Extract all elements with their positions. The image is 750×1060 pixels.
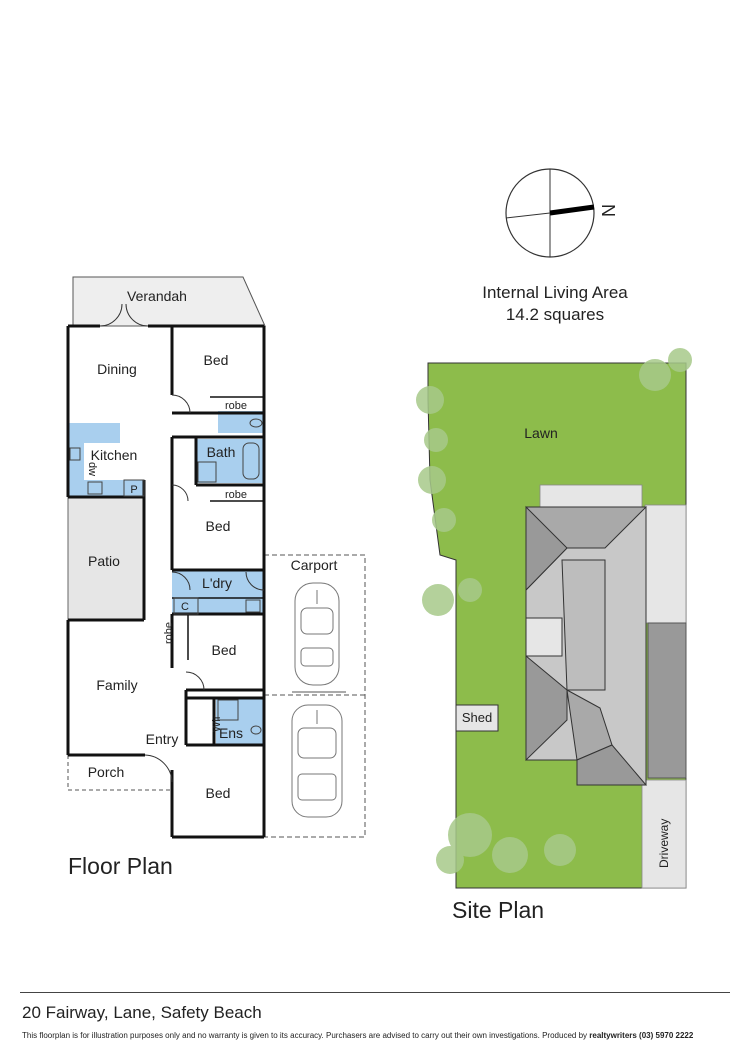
cooktop-icon	[87, 481, 103, 495]
house-roof	[525, 505, 648, 786]
label-entry: Entry	[146, 731, 179, 747]
label-kitchen: Kitchen	[91, 447, 138, 463]
laundry-wet	[172, 570, 264, 614]
address: 20 Fairway, Lane, Safety Beach	[22, 1003, 262, 1022]
bath-wet	[196, 439, 263, 483]
ensuite-wc-icon	[250, 725, 262, 735]
bed3-door-icon	[185, 671, 205, 691]
car-bottom-icon	[291, 704, 343, 818]
ensuite-wet	[216, 698, 263, 744]
ensuite-shower-icon	[217, 699, 239, 721]
label-pantry: P	[130, 484, 137, 496]
driveway-area	[641, 779, 687, 889]
verandah-door-icon	[99, 303, 149, 327]
floor-plan: Verandah Dining Bed robe Bath Kitchen dw…	[66, 276, 366, 879]
paving-right	[644, 504, 687, 624]
label-carport: Carport	[291, 557, 338, 573]
label-wir: Wir	[211, 715, 223, 732]
pantry-box	[123, 479, 145, 497]
north-needle-icon	[549, 204, 595, 216]
compass-n-label: N	[598, 204, 618, 217]
label-robe2: robe	[225, 489, 247, 501]
doors	[99, 303, 265, 783]
label-dw: dw	[86, 462, 98, 476]
laundry-door-icon	[171, 571, 191, 591]
paving-top	[539, 484, 643, 508]
label-laundry: L'dry	[202, 575, 232, 591]
washer-icon	[245, 599, 261, 613]
site-plan: Lawn Shed Driveway Site Plan	[416, 348, 692, 923]
porch-outline	[67, 755, 172, 791]
trees	[416, 348, 692, 874]
wc-icon	[249, 418, 263, 428]
fixtures	[69, 418, 263, 735]
kitchen-lower-wet	[68, 480, 144, 496]
living-area-line1: Internal Living Area	[482, 283, 628, 302]
entry-door-icon	[144, 754, 173, 783]
label-robe3: robe	[163, 622, 175, 644]
car-top-icon	[294, 582, 340, 686]
label-bed4: Bed	[206, 785, 231, 801]
label-bed2: Bed	[206, 518, 231, 534]
footer-divider	[20, 992, 730, 993]
label-shed: Shed	[462, 710, 492, 725]
label-bed1: Bed	[204, 352, 229, 368]
label-driveway: Driveway	[657, 819, 671, 868]
label-robe1: robe	[225, 400, 247, 412]
label-bath: Bath	[207, 444, 236, 460]
bed2-door-icon	[171, 484, 189, 502]
carport-roof	[647, 622, 687, 779]
label-dining: Dining	[97, 361, 137, 377]
living-area-line2: 14.2 squares	[506, 305, 604, 324]
bathtub-icon	[242, 442, 260, 480]
label-patio: Patio	[88, 553, 120, 569]
kitchen-bench-wet	[68, 423, 120, 443]
compass: N	[505, 168, 618, 258]
site-plan-title: Site Plan	[452, 897, 544, 923]
sink-icon	[69, 447, 81, 461]
label-cupboard: C	[181, 601, 189, 613]
carport-outline	[263, 554, 366, 838]
cupboard-box	[173, 597, 199, 615]
disclaimer: This floorplan is for illustration purpo…	[22, 1031, 693, 1040]
label-lawn: Lawn	[524, 425, 557, 441]
label-ens: Ens	[219, 725, 243, 741]
bed1-door-icon	[171, 394, 191, 414]
producer-credit: realtywriters (03) 5970 2222	[589, 1031, 694, 1040]
shed-box	[455, 704, 499, 732]
laundry-door2-icon	[245, 571, 265, 591]
label-bed3: Bed	[212, 642, 237, 658]
floor-plan-title: Floor Plan	[68, 853, 173, 879]
label-verandah: Verandah	[127, 288, 187, 304]
disclaimer-text: This floorplan is for illustration purpo…	[22, 1031, 590, 1040]
shower-icon	[197, 461, 217, 483]
label-family: Family	[96, 677, 137, 693]
walls	[66, 324, 266, 839]
wc-wet	[218, 411, 263, 433]
label-porch: Porch	[88, 764, 125, 780]
